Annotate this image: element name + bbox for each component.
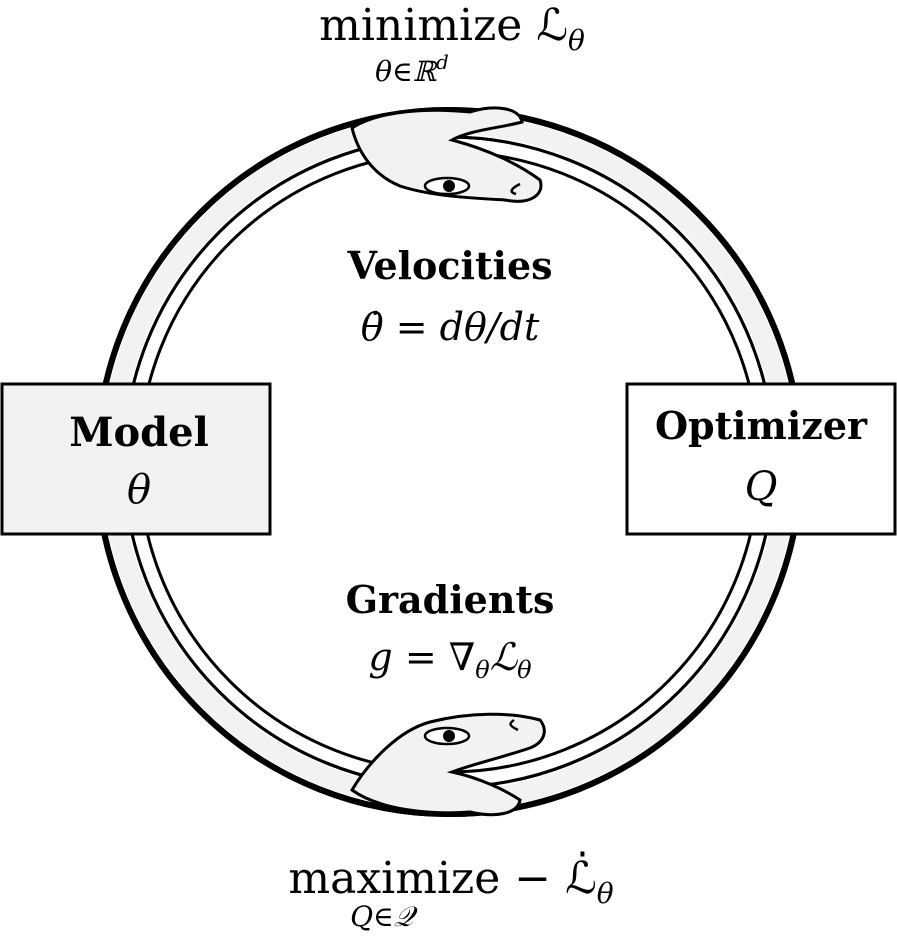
velocities-title: Velocities — [346, 243, 552, 288]
gradients-formula-main: g = ∇ — [368, 635, 475, 679]
gradients-label: Gradients g = ∇θℒθ — [346, 577, 555, 684]
top-objective-under: θ∈ℝ — [375, 55, 438, 88]
bottom-objective-label: maximize − ℒ̇θ Q∈𝒬 — [288, 852, 613, 933]
gradients-formula-sub: θ — [475, 656, 490, 684]
bottom-snake-head — [350, 712, 546, 817]
top-objective-text: minimize ℒ — [319, 0, 568, 51]
bottom-objective-text: maximize − ℒ̇ — [288, 852, 596, 904]
top-objective-label: minimize ℒθ θ∈ℝd — [319, 0, 585, 88]
top-objective-under-sup: d — [436, 50, 449, 74]
gradients-formula-tail: ℒ — [490, 635, 519, 679]
velocities-formula: θ̇ = dθ/dt — [361, 305, 540, 349]
bottom-objective-under: Q∈𝒬 — [350, 900, 418, 933]
top-objective-sub: θ — [568, 24, 585, 57]
optimizer-symbol: Q — [745, 464, 778, 510]
optimizer-title: Optimizer — [655, 403, 868, 448]
top-objective-constraint: θ∈ℝd — [375, 50, 449, 88]
gradients-title: Gradients — [346, 577, 555, 622]
bottom-objective-sub: θ — [597, 877, 614, 910]
optimizer-box: Optimizer Q — [625, 382, 897, 536]
top-snake-head — [350, 106, 543, 203]
bottom-objective-main: maximize − ℒ̇θ — [288, 852, 613, 910]
gradients-formula: g = ∇θℒθ — [368, 635, 532, 684]
model-symbol: θ — [127, 467, 151, 513]
gradients-formula-tail-sub: θ — [517, 656, 532, 684]
model-box: Model θ — [0, 382, 272, 536]
top-objective-main: minimize ℒθ — [319, 0, 585, 57]
model-title: Model — [69, 409, 209, 456]
velocities-label: Velocities θ̇ = dθ/dt — [346, 243, 552, 349]
